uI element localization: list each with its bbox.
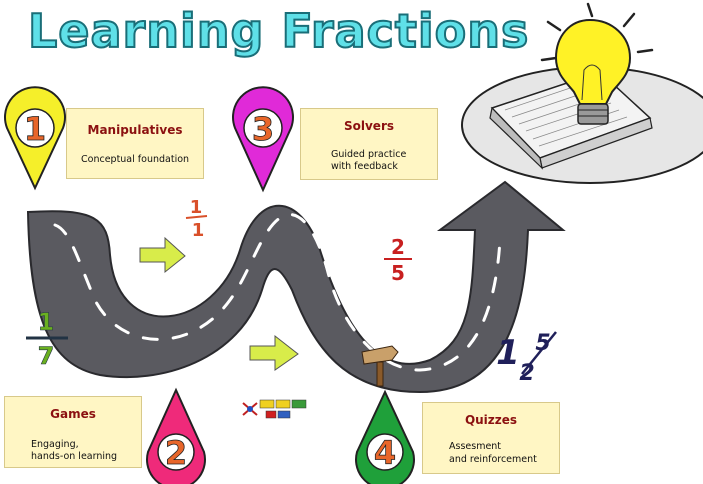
fraction-two-over-five: 2 5: [384, 235, 412, 285]
step-card-games: Games Engaging, hands-on learning: [4, 396, 142, 468]
pin-number: 1: [24, 110, 46, 148]
direction-arrow: [139, 236, 186, 274]
fraction-one-over-one: 1 1: [185, 197, 208, 241]
pin-number: 4: [374, 434, 396, 472]
step-description: Assesment: [449, 441, 502, 452]
fraction-numerator: 5: [535, 331, 550, 356]
step-title: Manipulatives: [87, 123, 183, 137]
pin-number: 2: [165, 434, 187, 472]
step-card-quizzes: Quizzes Assesment and reinforcement: [422, 402, 560, 474]
fraction-numerator: 1: [38, 308, 55, 336]
fraction-denominator: 7: [38, 342, 55, 370]
fraction-denominator: 2: [519, 361, 534, 386]
logo-icon: [242, 399, 307, 419]
fraction-denominator: 5: [391, 261, 405, 285]
map-pin-2: [146, 387, 206, 484]
mixed-number-one-and-five-halves: 1 5 2: [496, 331, 557, 386]
map-pin-3: [232, 86, 294, 193]
fraction-denominator: 1: [192, 220, 205, 241]
step-description: Conceptual foundation: [81, 154, 190, 165]
map-pin-1: [4, 86, 66, 191]
step-description: hands-on learning: [31, 451, 118, 462]
page-title: Learning Fractions: [27, 3, 530, 59]
mixed-whole: 1: [496, 333, 520, 373]
step-title: Solvers: [343, 119, 395, 133]
step-description: and reinforcement: [449, 454, 537, 465]
fraction-one-over-seven: 1 7: [26, 308, 68, 370]
step-description: Engaging,: [31, 439, 79, 450]
step-title: Quizzes: [464, 413, 518, 427]
lightbulb-icon: [540, 2, 654, 125]
step-card-manipulatives: Manipulatives Conceptual foundation: [66, 108, 204, 179]
step-description: with feedback: [331, 161, 398, 172]
step-title: Games: [50, 407, 96, 421]
map-pin-4: [355, 389, 415, 484]
signpost-icon: [361, 345, 399, 387]
fraction-numerator: 2: [391, 235, 405, 259]
step-card-solvers: Solvers Guided practice with feedback: [300, 108, 438, 180]
fraction-numerator: 1: [190, 197, 203, 218]
step-description: Guided practice: [331, 149, 407, 160]
pin-number: 3: [252, 110, 274, 148]
winding-road: [26, 180, 566, 394]
direction-arrow: [249, 334, 299, 371]
